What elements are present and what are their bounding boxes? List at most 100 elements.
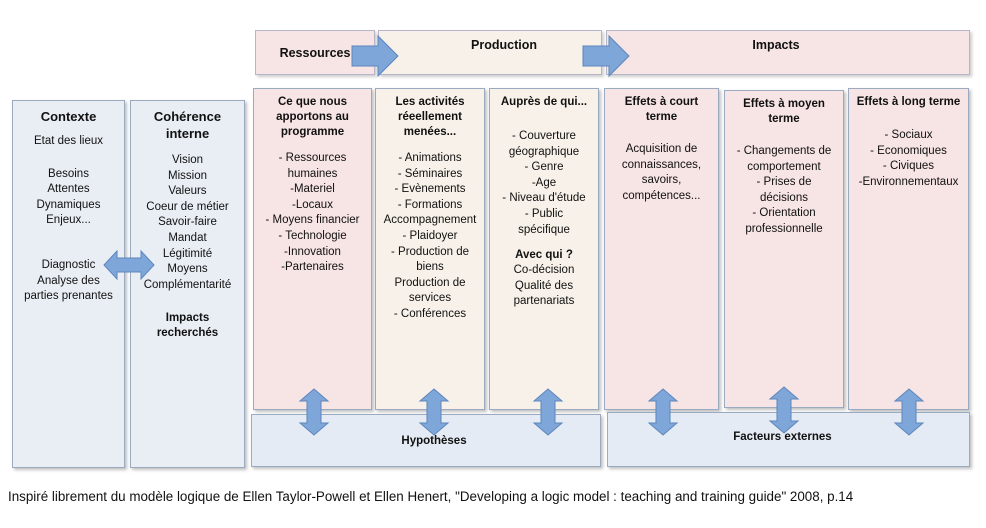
header-impacts: Impacts bbox=[606, 30, 970, 75]
contexte-title: Contexte bbox=[40, 109, 97, 124]
contexte-line: Besoins bbox=[48, 167, 89, 180]
ressources-line: humaines bbox=[287, 167, 338, 180]
moyen-line: - Changements de bbox=[736, 145, 832, 157]
contexte-line: Diagnostic bbox=[41, 258, 96, 271]
contexte-line: Analyse des bbox=[37, 274, 100, 287]
right-arrow-icon-1 bbox=[351, 34, 399, 78]
avec-line: Qualité des bbox=[514, 279, 574, 292]
header-impacts-label: Impacts bbox=[752, 37, 800, 52]
activites-line: - Animations bbox=[398, 152, 462, 164]
contexte-line: Attentes bbox=[47, 183, 90, 196]
activites-title-line: Les activités bbox=[395, 96, 465, 108]
header-ressources-label: Ressources bbox=[279, 45, 351, 60]
ressources-title-line: apportons au bbox=[276, 111, 349, 123]
ressources-line: - Moyens financier bbox=[265, 214, 360, 227]
coherence-line: Coeur de métier bbox=[146, 200, 229, 213]
avec-qui-title: Avec qui ? bbox=[515, 249, 573, 262]
activites-title-line: menées... bbox=[403, 126, 457, 138]
avec-line: Co-décision bbox=[513, 264, 575, 277]
coherence-line: Complémentarité bbox=[143, 278, 232, 291]
activites-line: - Séminaires bbox=[397, 167, 463, 180]
moyen-line: - Prises de bbox=[756, 176, 812, 189]
moyen-line: - Orientation bbox=[752, 207, 816, 220]
ressources-line: -Materiel bbox=[290, 183, 335, 196]
activites-line: - Conférences bbox=[393, 307, 467, 320]
activites-column: Les activités réeellement menées... - An… bbox=[375, 88, 485, 410]
court-line: savoirs, bbox=[641, 174, 682, 187]
aupres-line: spécifique bbox=[518, 223, 570, 236]
header-production: Production bbox=[378, 30, 602, 75]
double-arrow-icon-vertical bbox=[298, 388, 330, 436]
long-title: Effets à long terme bbox=[856, 96, 961, 108]
coherence-title-1: Cohérence bbox=[153, 109, 222, 124]
aupres-title: Auprès de qui... bbox=[500, 96, 588, 108]
coherence-line: Vision bbox=[171, 154, 204, 166]
long-line: - Sociaux bbox=[884, 129, 933, 141]
double-arrow-icon-vertical bbox=[418, 388, 450, 436]
court-terme-column: Effets à court terme Acquisition de conn… bbox=[604, 88, 719, 410]
aupres-line: - Genre bbox=[524, 161, 564, 174]
long-line: - Civiques bbox=[882, 160, 935, 173]
coherence-title-2: interne bbox=[165, 126, 210, 141]
aupres-line: -Age bbox=[531, 176, 557, 189]
aupres-column: Auprès de qui... - Couverture géographiq… bbox=[489, 88, 599, 410]
coherence-line: Mandat bbox=[168, 231, 207, 244]
activites-line: - Formations bbox=[397, 198, 463, 211]
moyen-line: professionnelle bbox=[745, 222, 823, 235]
activites-line: Accompagnement bbox=[383, 214, 477, 227]
activites-line: services bbox=[408, 292, 452, 305]
court-line: connaissances, bbox=[621, 158, 702, 171]
activites-line: Production de bbox=[394, 276, 466, 289]
header-production-label: Production bbox=[471, 37, 537, 52]
contexte-line: parties prenantes bbox=[24, 290, 113, 303]
facteurs-externes-label: Facteurs externes bbox=[733, 430, 832, 443]
right-arrow-icon-2 bbox=[582, 34, 630, 78]
moyen-line: comportement bbox=[747, 160, 821, 173]
aupres-line: - Niveau d'étude bbox=[502, 192, 586, 205]
ressources-line: -Locaux bbox=[292, 198, 333, 211]
moyen-line: décisions bbox=[760, 191, 808, 204]
double-arrow-icon-vertical bbox=[768, 386, 800, 434]
avec-line: partenariats bbox=[513, 295, 575, 308]
activites-line: - Production de bbox=[391, 245, 469, 258]
coherence-line: Légitimité bbox=[162, 247, 213, 260]
ressources-line: - Ressources bbox=[278, 152, 347, 164]
contexte-line: Enjeux... bbox=[46, 214, 91, 227]
double-arrow-icon-vertical bbox=[893, 388, 925, 436]
ressources-title-line: Ce que nous bbox=[277, 96, 347, 108]
activites-line: - Evènements bbox=[394, 183, 466, 196]
double-arrow-icon-vertical bbox=[532, 388, 564, 436]
court-line: compétences... bbox=[622, 189, 701, 202]
aupres-line: - Public bbox=[524, 207, 564, 220]
double-arrow-icon-horizontal bbox=[103, 249, 155, 281]
long-terme-column: Effets à long terme - Sociaux - Economiq… bbox=[848, 88, 969, 410]
moyen-title-line: terme bbox=[768, 113, 800, 125]
court-title-line: terme bbox=[645, 111, 678, 123]
moyen-title-line: Effets à moyen bbox=[743, 98, 825, 110]
coherence-bold-1: Impacts bbox=[165, 312, 210, 325]
ressources-line: -Partenaires bbox=[281, 261, 344, 274]
ressources-title-line: programme bbox=[280, 126, 345, 138]
moyen-terme-column: Effets à moyen terme - Changements de co… bbox=[724, 90, 844, 408]
activites-line: - Plaidoyer bbox=[402, 229, 458, 242]
contexte-line: Dynamiques bbox=[36, 198, 101, 211]
coherence-line: Mission bbox=[168, 169, 207, 182]
coherence-bold-2: recherchés bbox=[156, 327, 219, 340]
aupres-line: - Couverture bbox=[512, 130, 576, 142]
ressources-line: -Innovation bbox=[284, 245, 341, 258]
contexte-box: Contexte Etat des lieux Besoins Attentes… bbox=[12, 100, 125, 468]
source-caption: Inspiré librement du modèle logique de E… bbox=[8, 489, 854, 504]
activites-line: biens bbox=[416, 261, 444, 274]
long-line: - Economiques bbox=[870, 144, 947, 157]
coherence-line: Savoir-faire bbox=[158, 216, 217, 229]
ressources-line: - Technologie bbox=[278, 229, 347, 242]
ressources-column: Ce que nous apportons au programme - Res… bbox=[253, 88, 372, 410]
long-line: -Environnementaux bbox=[858, 175, 959, 188]
court-line: Acquisition de bbox=[625, 143, 698, 155]
activites-title-line: réeellement bbox=[398, 111, 462, 123]
court-title-line: Effets à court bbox=[624, 96, 699, 108]
double-arrow-icon-vertical bbox=[647, 388, 679, 436]
coherence-line: Valeurs bbox=[168, 185, 207, 198]
aupres-line: géographique bbox=[508, 145, 580, 158]
hypotheses-label: Hypothèses bbox=[401, 434, 467, 447]
